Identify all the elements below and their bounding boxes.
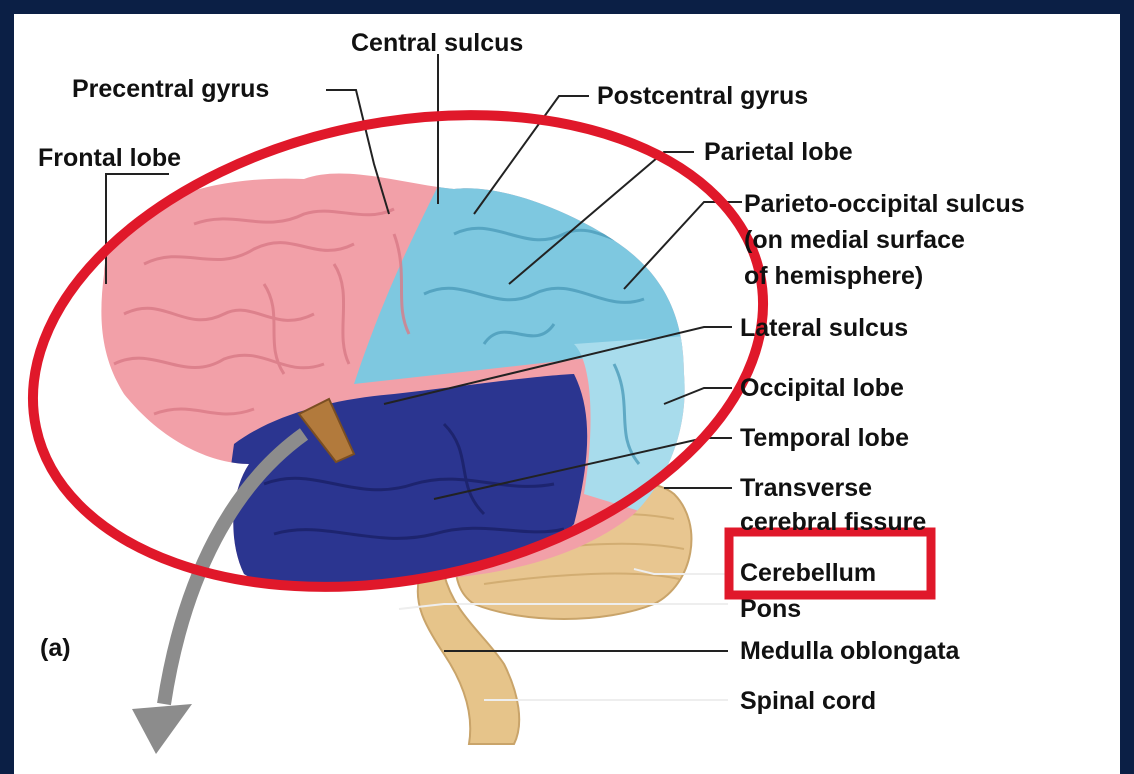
- label-occipital-lobe: Occipital lobe: [740, 374, 904, 402]
- label-pons: Pons: [740, 595, 801, 623]
- gray-arrowhead: [132, 704, 192, 754]
- brain-diagram: Central sulcus Precentral gyrus Postcent…: [14, 14, 1120, 774]
- label-central-sulcus: Central sulcus: [351, 29, 523, 57]
- label-lateral-sulcus: Lateral sulcus: [740, 314, 908, 342]
- diagram-frame: Central sulcus Precentral gyrus Postcent…: [14, 14, 1120, 774]
- label-transverse-2: cerebral fissure: [740, 508, 926, 536]
- label-panel-a: (a): [40, 634, 71, 662]
- label-temporal-lobe: Temporal lobe: [740, 424, 909, 452]
- label-parieto-occipital-2: (on medial surface: [744, 226, 965, 254]
- label-precentral-gyrus: Precentral gyrus: [72, 75, 269, 103]
- label-postcentral-gyrus: Postcentral gyrus: [597, 82, 808, 110]
- label-spinal-cord: Spinal cord: [740, 687, 876, 715]
- label-frontal-lobe: Frontal lobe: [38, 144, 181, 172]
- label-cerebellum: Cerebellum: [740, 559, 876, 587]
- label-parieto-occipital-1: Parieto-occipital sulcus: [744, 190, 1025, 218]
- label-medulla-oblongata: Medulla oblongata: [740, 637, 961, 665]
- label-parietal-lobe: Parietal lobe: [704, 138, 853, 166]
- label-transverse-1: Transverse: [740, 474, 872, 502]
- label-parieto-occipital-3: of hemisphere): [744, 262, 923, 290]
